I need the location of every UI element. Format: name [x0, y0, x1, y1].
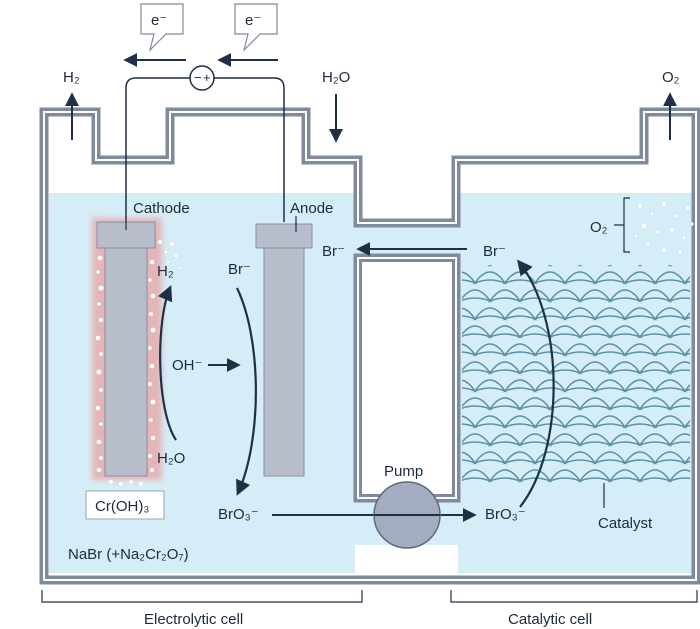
anode-body: [263, 247, 305, 477]
power-source: − +: [189, 65, 215, 91]
croh3-box: [85, 490, 165, 520]
cathode-body: [104, 247, 148, 477]
o2-bubbles-label: O₂: [590, 219, 608, 236]
o2-bracket: [614, 197, 630, 253]
croh3-label: Cr(OH)₃: [95, 498, 149, 515]
anode-label: Anode: [290, 200, 333, 217]
catalyst-scale: [682, 420, 690, 429]
catalyst-scale: [667, 361, 690, 375]
svg-text:+: +: [203, 70, 211, 85]
o2-bubbles: [634, 196, 694, 255]
catalyst-scale: [682, 276, 690, 285]
water-to-h2-arrow: [158, 285, 177, 441]
h2-top-label: H₂: [63, 69, 80, 86]
top-channel-liquid: [355, 226, 458, 256]
h2o-top-label: H₂O: [322, 69, 350, 86]
catalyst-pattern: [462, 265, 690, 483]
bro3-to-br-arrow: [517, 259, 555, 508]
br-to-bro3-arrow: [236, 287, 257, 496]
bro3-left-label: BrO₃⁻: [218, 506, 259, 523]
catalytic-cell-label: Catalytic cell: [508, 611, 592, 628]
pump-label: Pump: [384, 463, 423, 480]
h2-cathode-label: H₂: [157, 263, 174, 280]
catalyst-scale: [667, 433, 690, 447]
electrolyte-label: NaBr (+Na₂Cr₂O₇): [68, 546, 189, 563]
catalytic-bracket: [450, 590, 698, 603]
catalyst-label: Catalyst: [598, 515, 653, 532]
electrolytic-bracket: [41, 590, 363, 603]
circuit-wires: [125, 77, 285, 222]
cathode-bubbles: [95, 239, 182, 487]
o2-top-label: O₂: [662, 69, 680, 86]
anode-cap: [255, 223, 313, 249]
electron-label-1: e⁻: [151, 12, 167, 29]
inner-wall-white: [362, 262, 452, 494]
catalyst-scale: [682, 312, 690, 321]
tank-walls: [39, 107, 700, 585]
catalyst-scale: [682, 348, 690, 357]
catalyst-scale: [682, 456, 690, 465]
br-mid-label: Br⁻: [322, 243, 345, 260]
catalyst-scale: [667, 469, 690, 483]
electron-label-2: e⁻: [245, 12, 261, 29]
electron-callout-left: e⁻: [140, 3, 184, 52]
br-anode-label: Br⁻: [228, 261, 251, 278]
cathode-label: Cathode: [133, 200, 190, 217]
svg-text:−: −: [194, 70, 202, 85]
catalyst-scale: [667, 325, 690, 339]
catalyst-scale: [667, 289, 690, 303]
oh-minus-label: OH⁻: [172, 357, 202, 374]
catalyst-scale: [682, 384, 690, 393]
br-right-label: Br⁻: [483, 243, 506, 260]
catalyst-scale: [667, 397, 690, 411]
h2o-cathode-label: H₂O: [157, 450, 185, 467]
bro3-right-label: BrO₃⁻: [485, 506, 526, 523]
electrolytic-cell-label: Electrolytic cell: [144, 611, 243, 628]
electron-callout-right: e⁻: [234, 3, 278, 52]
